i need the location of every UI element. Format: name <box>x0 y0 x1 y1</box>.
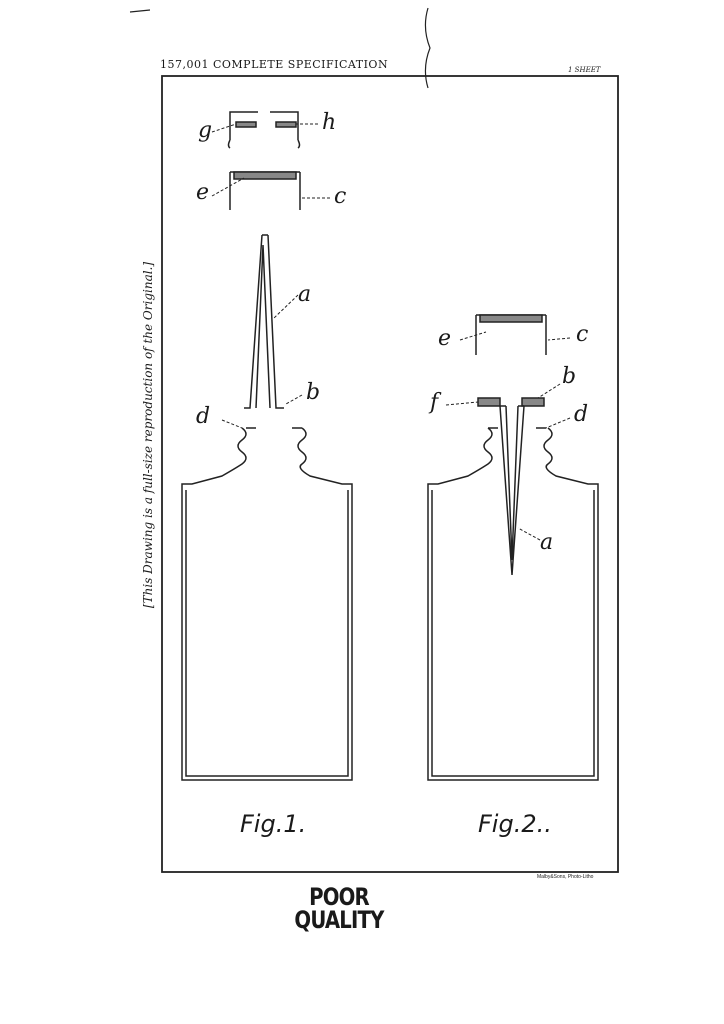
fig1-cap-gh <box>227 111 301 149</box>
figure-2-caption: Fig.2.. <box>478 810 552 838</box>
printer-credit: Malby&Sons, Photo-Litho <box>537 874 594 880</box>
label-e: e <box>438 326 452 351</box>
label-e: e <box>196 180 210 205</box>
fig2-nozzle <box>499 405 525 576</box>
fig2-cap-ec <box>475 314 547 355</box>
drawing-frame <box>161 75 619 873</box>
fig2-washer-f <box>477 397 501 407</box>
fig1-cap-ec <box>229 171 301 210</box>
fig2-bottle <box>427 427 599 781</box>
poor-quality-stamp: POOR QUALITY <box>294 883 384 934</box>
header-title: 157,001 COMPLETE SPECIFICATION <box>160 58 389 71</box>
fig2-washer-b <box>521 397 545 407</box>
label-b: b <box>306 380 321 405</box>
stamp-line-2: QUALITY <box>294 906 384 934</box>
label-d: d <box>196 404 211 429</box>
label-b: b <box>562 364 577 389</box>
label-g: g <box>198 118 213 143</box>
label-a: a <box>540 530 554 555</box>
label-a: a <box>298 282 312 307</box>
side-note: [This Drawing is a full-size reproductio… <box>141 261 155 609</box>
fig1-nozzle <box>244 234 284 409</box>
label-f: f <box>430 390 439 415</box>
sheet-count: 1 SHEET <box>568 66 601 74</box>
label-c: c <box>576 322 589 347</box>
fig1-bottle <box>181 427 353 781</box>
label-c: c <box>334 184 347 209</box>
label-h: h <box>322 110 337 135</box>
stamp-line-1: POOR <box>309 883 370 911</box>
figure-1-caption: Fig.1. <box>240 810 307 838</box>
label-d: d <box>574 402 589 427</box>
